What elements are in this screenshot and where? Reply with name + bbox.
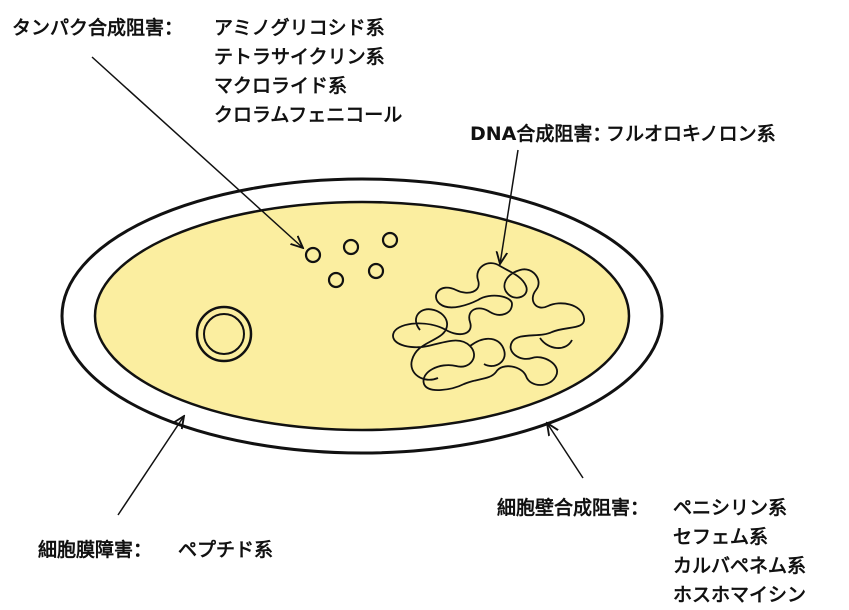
cytoplasm [93, 200, 631, 432]
label-dna-synthesis: DNA合成阻害： フルオロキノロン系 [470, 122, 776, 145]
plasmid-icon [195, 305, 253, 363]
cell-wall-drug-3: カルバペネム系 [673, 555, 806, 577]
protein-drug-2: テトラサイクリン系 [214, 46, 385, 68]
ribosome-icon [342, 238, 360, 256]
membrane-drug-1: ペプチド系 [178, 538, 273, 561]
label-cell-wall-synthesis: 細胞壁合成阻害： ペニシリン系 セフェム系 カルバペネム系 ホスホマイシン [497, 496, 806, 606]
label-cell-membrane: 細胞膜障害： ペプチド系 [38, 538, 273, 561]
arrow-membrane [117, 416, 184, 516]
ribosome-icon [367, 262, 385, 280]
dna-icon [392, 262, 585, 391]
cell-membrane-heading: 細胞膜障害： [38, 538, 152, 561]
ribosome-icon [381, 231, 399, 249]
protein-drug-4: クロラムフェニコール [214, 104, 402, 126]
label-protein-synthesis: タンパク合成阻害： アミノグリコシド系 テトラサイクリン系 マクロライド系 クロ… [12, 16, 402, 126]
dna-drug-1: フルオロキノロン系 [606, 123, 776, 145]
arrow-dna [500, 149, 519, 264]
protein-synthesis-heading: タンパク合成阻害： [12, 16, 183, 39]
protein-drug-3: マクロライド系 [214, 75, 347, 97]
arrow-cell-wall [547, 423, 584, 479]
ribosome-icon [304, 246, 322, 264]
cell-wall-heading: 細胞壁合成阻害： [497, 496, 649, 519]
ribosome-icons [304, 231, 399, 289]
arrow-protein [91, 56, 303, 248]
ribosome-icon [327, 271, 345, 289]
dna-synthesis-heading: DNA合成阻害： [470, 122, 611, 145]
cell-wall-drug-4: ホスホマイシン [673, 584, 806, 606]
cell-wall-drug-2: セフェム系 [673, 526, 768, 548]
cell-wall-drug-1: ペニシリン系 [673, 497, 787, 519]
protein-drug-1: アミノグリコシド系 [214, 16, 385, 39]
